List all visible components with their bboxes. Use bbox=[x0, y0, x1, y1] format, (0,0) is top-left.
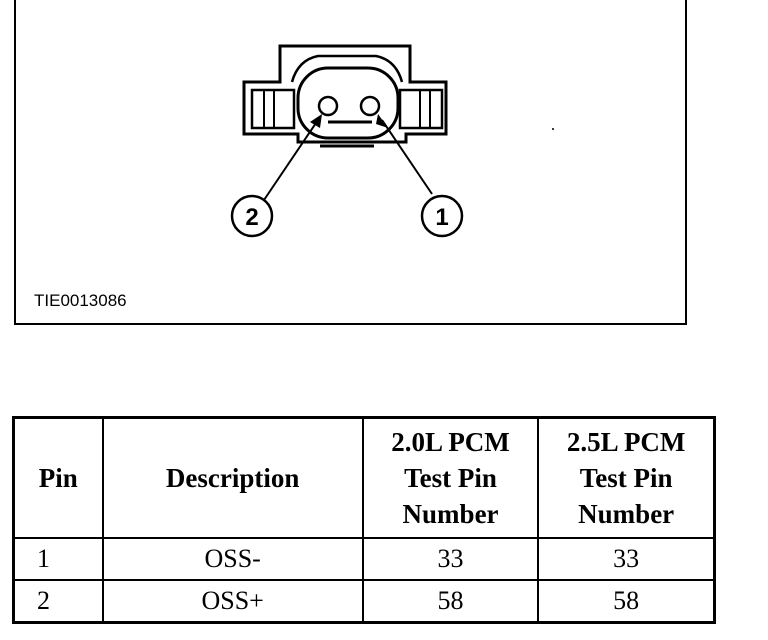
figure-id: TIE0013086 bbox=[34, 291, 127, 310]
description-cell: OSS- bbox=[101, 537, 364, 581]
arrowhead-1 bbox=[376, 114, 388, 128]
pcm20-cell: 33 bbox=[361, 537, 540, 581]
header-description: Description bbox=[101, 416, 364, 539]
pcm25-cell: 58 bbox=[537, 579, 716, 624]
callout-1-label: 1 bbox=[435, 204, 448, 231]
pin-table: Pin Description 2.0L PCM Test Pin Number… bbox=[12, 416, 716, 624]
leader-line-2 bbox=[263, 119, 319, 201]
connector-figure: 2 1 TIE0013086 bbox=[14, 0, 687, 325]
description-cell: OSS+ bbox=[101, 579, 364, 624]
arrowhead-2 bbox=[310, 114, 322, 128]
callout-2-circle bbox=[230, 194, 274, 238]
table-header-row: Pin Description 2.0L PCM Test Pin Number… bbox=[12, 416, 716, 539]
connector-diagram: 2 1 bbox=[230, 44, 554, 238]
header-pin: Pin bbox=[12, 416, 104, 539]
leader-line-1 bbox=[381, 119, 433, 195]
pcm20-cell: 58 bbox=[361, 579, 540, 624]
connector-housing-outline bbox=[242, 44, 448, 144]
pin-cell: 1 bbox=[12, 537, 104, 581]
table-row: 1 OSS- 33 33 bbox=[12, 537, 716, 581]
header-pcm-20: 2.0L PCM Test Pin Number bbox=[361, 416, 540, 539]
pcm25-cell: 33 bbox=[537, 537, 716, 581]
table-row: 2 OSS+ 58 58 bbox=[12, 579, 716, 624]
pin-2-terminal bbox=[317, 95, 339, 117]
pin-1-terminal bbox=[359, 95, 381, 117]
pin-cell: 2 bbox=[12, 579, 104, 624]
callout-1-circle bbox=[420, 194, 464, 238]
mating-face bbox=[296, 66, 400, 140]
header-pcm-25: 2.5L PCM Test Pin Number bbox=[537, 416, 716, 539]
callout-2-label: 2 bbox=[245, 204, 258, 231]
